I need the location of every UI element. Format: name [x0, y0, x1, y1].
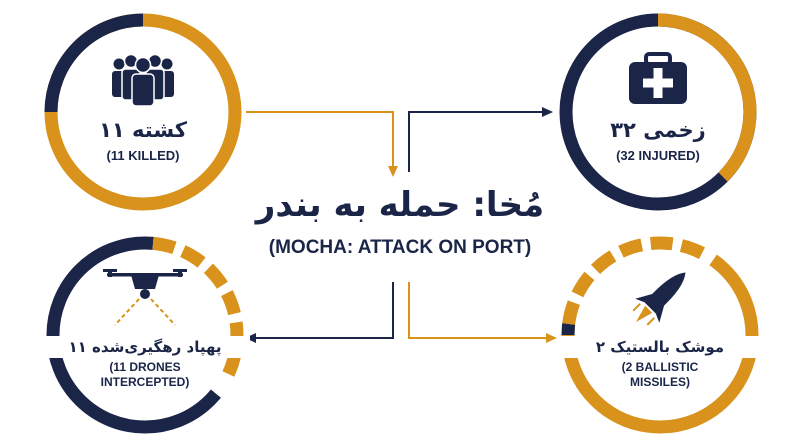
injured-label-en: (32 INJURED) [616, 148, 700, 163]
rocket-icon [632, 272, 686, 326]
injured-label-fa: ۳۲ زخمی [610, 118, 706, 142]
connector-killed-to-center [246, 111, 398, 177]
connector-center-to-missiles [408, 282, 557, 343]
missiles-label-en-1: (2 BALLISTIC [621, 360, 699, 374]
drones-label-en-2: INTERCEPTED) [100, 375, 190, 389]
medical-kit-icon [629, 52, 687, 104]
connector-center-to-injured [408, 107, 553, 172]
missiles-label-fa: ۲ موشک بالستیک [560, 336, 760, 358]
killed-label-fa: ۱۱ کشته [99, 118, 187, 142]
killed-ring [44, 13, 242, 211]
killed-label-en: (11 KILLED) [106, 148, 180, 163]
drones-label-en-1: (11 DRONES [109, 360, 181, 374]
title-fa: مُخا: حمله به بندر [255, 185, 545, 225]
injured-ring [559, 13, 757, 211]
title-en: (MOCHA: ATTACK ON PORT) [268, 237, 532, 258]
connector-center-to-drones [245, 282, 394, 343]
drones-label-fa: ۱۱ پهپاد رهگیری‌شده [40, 336, 250, 358]
people-group-icon [112, 53, 174, 107]
drones-ring [45, 235, 245, 435]
missiles-ring [560, 235, 760, 435]
drone-icon [103, 269, 187, 326]
missiles-label-en-2: MISSILES) [629, 375, 690, 389]
